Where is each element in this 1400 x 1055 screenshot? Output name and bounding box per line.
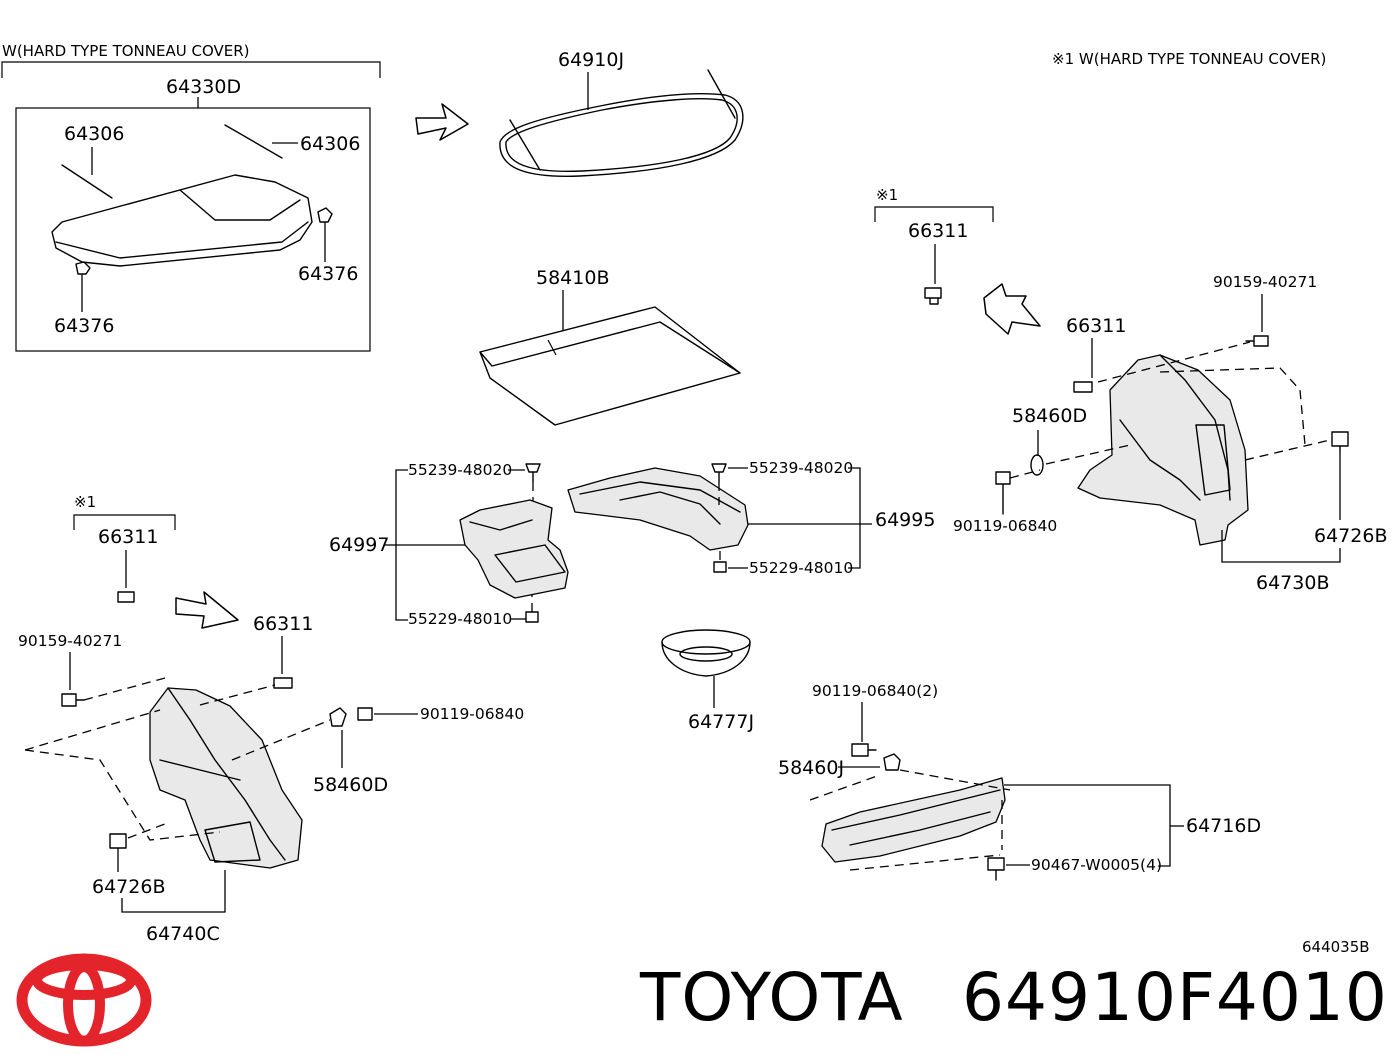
group-64910J: 64910J [499, 49, 744, 177]
screw-90119-l [357, 707, 373, 721]
group-64716D: 90119-06840(2) 58460J 64716D 90467-W0005… [778, 682, 1261, 881]
bowl-64777J [661, 629, 751, 655]
label-64330D: 64330D [166, 76, 241, 98]
arrow-right-icon [415, 103, 469, 141]
side-trim-panel-right [1077, 354, 1249, 546]
label-58460D-r: 58460D [1012, 405, 1087, 427]
note-top-right: ※1 W(HARD TYPE TONNEAU COVER) [1052, 50, 1326, 68]
label-55229-b: 55229-48010 [749, 559, 853, 577]
mark-left: ※1 [74, 493, 96, 511]
label-64910J: 64910J [558, 49, 624, 71]
clip-55229-a [525, 611, 539, 623]
label-55239-b: 55239-48020 [749, 459, 853, 477]
label-90119-r: 90119-06840 [953, 517, 1057, 535]
seal-64910J [499, 93, 744, 177]
group-64777J: 64777J [661, 629, 754, 733]
label-66311-r1: 66311 [908, 220, 968, 242]
label-58460D-l: 58460D [313, 774, 388, 796]
bracket-top-left [1, 61, 381, 78]
label-90159-r: 90159-40271 [1213, 273, 1317, 291]
clip-55229-b [713, 561, 727, 573]
screw-90159-r [1245, 335, 1269, 347]
label-90119-bot: 90119-06840(2) [812, 682, 938, 700]
group-58410B: 58410B [479, 267, 741, 426]
label-64777J: 64777J [688, 711, 754, 733]
label-90119-l: 90119-06840 [420, 705, 524, 723]
sill-plate-64716D [821, 777, 1006, 863]
label-66311-l1: 66311 [98, 526, 158, 548]
mat-58410B [479, 306, 741, 426]
group-storage-boxes: 64997 55239-48020 55229-48010 55239-4802… [329, 459, 935, 628]
brand-part-number: 64910F4010 [962, 959, 1388, 1036]
clip-66311-r1 [924, 287, 942, 305]
label-64306-b: 64306 [300, 133, 360, 155]
cord-64306-b [224, 124, 283, 159]
label-64376-b: 64376 [54, 315, 114, 337]
brand-name: TOYOTA [639, 959, 904, 1036]
side-trim-panel-left [149, 687, 303, 869]
note-top-left: W(HARD TYPE TONNEAU COVER) [2, 42, 250, 60]
label-58460J: 58460J [778, 757, 844, 779]
label-64716D: 64716D [1186, 815, 1261, 837]
group-side-trim-left: ※1 66311 66311 90159-40271 90119-06840 5… [18, 493, 524, 945]
nut-58460D-l [329, 707, 347, 727]
label-58410B: 58410B [536, 267, 609, 289]
label-66311-l2: 66311 [253, 613, 313, 635]
clip-66311-l1 [117, 591, 135, 603]
storage-box-64995 [567, 467, 749, 551]
clip-64376-b [75, 261, 91, 275]
label-64376-a: 64376 [298, 263, 358, 285]
label-90159-l: 90159-40271 [18, 632, 122, 650]
label-64726B-l: 64726B [92, 876, 165, 898]
label-90467: 90467-W0005(4) [1031, 856, 1162, 874]
screw-90159-l [61, 693, 85, 707]
clip-64726B-l [109, 833, 127, 849]
label-66311-r2: 66311 [1066, 315, 1126, 337]
group-side-trim-right: ※1 W(HARD TYPE TONNEAU COVER) ※1 66311 6… [874, 50, 1387, 594]
label-64306-a: 64306 [64, 123, 124, 145]
label-64726B-r: 64726B [1314, 525, 1387, 547]
label-64997: 64997 [329, 534, 389, 556]
mark-right: ※1 [876, 186, 898, 204]
label-55229-a: 55229-48010 [408, 610, 512, 628]
arrow-right-icon-2 [175, 591, 239, 629]
nut-58460D-r [1030, 454, 1044, 476]
arrow-down-right-icon [983, 283, 1041, 335]
screw-90119-bot [851, 743, 877, 757]
nut-58460J [883, 753, 901, 771]
clip-64726B-r [1331, 431, 1349, 453]
label-64730B: 64730B [1256, 572, 1329, 594]
box-64330D [15, 107, 371, 352]
label-55239-a: 55239-48020 [408, 461, 512, 479]
clip-55239-a [525, 463, 541, 483]
clip-90467 [987, 857, 1005, 881]
cord-64306-a [61, 164, 113, 199]
tonneau-cover-panel [51, 174, 313, 267]
clip-64376-a [317, 207, 333, 223]
clip-55239-b [711, 463, 727, 483]
label-64995: 64995 [875, 509, 935, 531]
screw-90119-r [995, 471, 1011, 515]
storage-box-64997 [459, 499, 569, 599]
clip-66311-l2 [273, 677, 293, 689]
group-tonneau-cover: W(HARD TYPE TONNEAU COVER) 64330D 64306 … [1, 42, 381, 352]
clip-66311-r2 [1073, 381, 1093, 393]
label-64740C: 64740C [146, 923, 220, 945]
diagram-code: 644035B [1302, 938, 1370, 956]
logo-vertical-ring [63, 962, 105, 1046]
toyota-logo-icon [16, 953, 152, 1047]
